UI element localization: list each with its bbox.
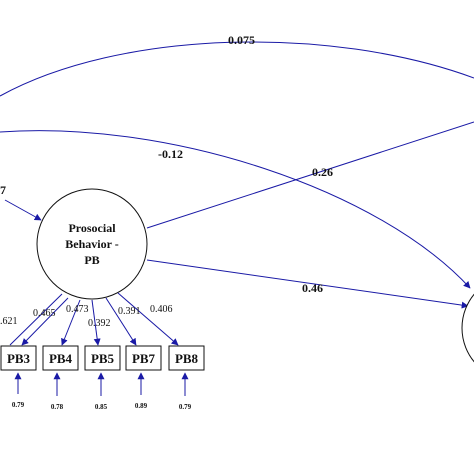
indicator-pb4: PB4 [42,345,79,371]
indicator-pb8: PB8 [168,345,205,371]
error-label-pb5: 0.85 [95,403,108,411]
indicator-label-pb8: PB8 [175,351,199,366]
coef-pb-right: 0.46 [302,281,323,295]
loading-line-pb4 [61,299,81,346]
coef-left-arc: -0.12 [158,147,183,161]
path-incoming [4,199,42,221]
loading-line-pb5 [91,299,101,346]
loading-line-pb3 [21,297,69,346]
path-pb-right [146,259,469,309]
indicator-label-pb7: PB7 [132,351,156,366]
latent-prosocial-behavior [36,188,148,300]
loading-label-pb4: 0.465 [33,308,56,319]
path-left-arc [0,130,471,289]
indicator-pb7: PB7 [125,345,162,371]
coef-pb-upper-right: 0.26 [312,165,333,179]
error-label-pb4: 0.78 [51,403,64,411]
loading-line-pb7 [105,297,137,346]
error-label-pb8: 0.79 [179,403,192,411]
error-label-pb3: 0.79 [12,401,25,409]
coef-incoming: 7 [0,183,6,197]
loading-label-pb3: .621 [0,316,18,327]
indicator-label-pb5: PB5 [91,351,115,366]
loading-line-pb2 [9,293,63,346]
indicator-pb5: PB5 [84,345,121,371]
loading-label-pb5: 0.473 [66,304,89,315]
right-latent-partial [461,293,474,363]
indicator-pb3: PB3 [0,345,37,371]
latent-label-line2: Behavior - [65,237,118,251]
loading-label-extra: 0.406 [150,304,173,315]
indicator-label-pb3: PB3 [7,351,31,366]
error-label-pb7: 0.89 [135,402,148,410]
path-top-arc [0,41,474,97]
latent-label-line1: Prosocial [68,221,116,235]
indicator-label-pb4: PB4 [49,351,73,366]
path-pb-upper-right [146,121,474,229]
loading-label-pb8: 0.391 [118,306,141,317]
loading-label-pb7: 0.392 [88,318,111,329]
loading-line-pb8 [117,292,179,346]
coef-top-arc: 0.075 [228,33,255,47]
latent-label-line3: PB [84,253,99,267]
